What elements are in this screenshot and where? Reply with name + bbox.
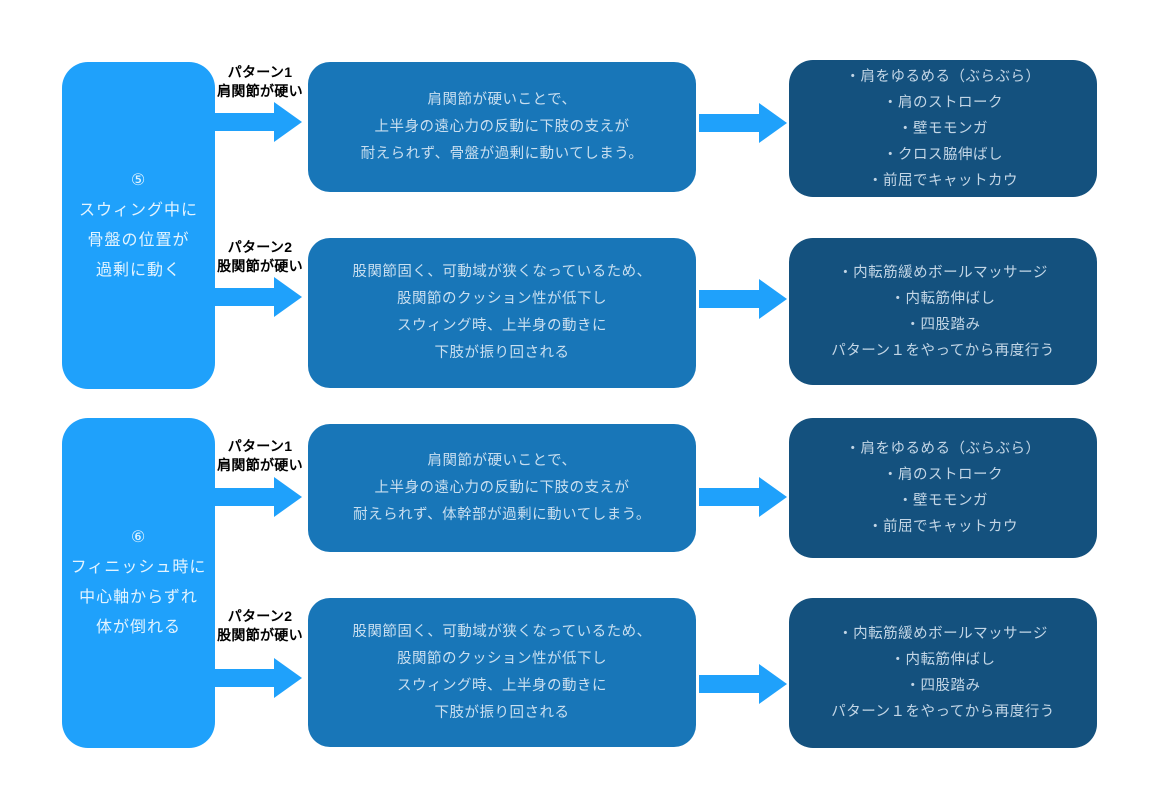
arrow-mechanism-to-remedy-5-1: [699, 103, 787, 143]
arrow-head-icon: [759, 477, 787, 517]
arrow-mechanism-to-remedy-6-2: [699, 664, 787, 704]
arrow-head-icon: [274, 658, 302, 698]
arrow-cause-to-mechanism-5-1: [215, 102, 302, 142]
remedy-box-5-1: ・肩をゆるめる（ぶらぶら） ・肩のストローク ・壁モモンガ ・クロス脇伸ばし ・…: [789, 60, 1097, 197]
arrow-shaft: [215, 669, 274, 687]
arrow-shaft: [215, 113, 274, 131]
cause-box-6: ⑥ フィニッシュ時に 中心軸からずれ 体が倒れる: [62, 418, 215, 748]
arrow-head-icon: [759, 664, 787, 704]
pattern-label-6-1: パターン1 肩関節が硬い: [217, 438, 303, 473]
mechanism-box-5-2: 股関節固く、可動域が狭くなっているため、 股関節のクッション性が低下し スウィン…: [308, 238, 696, 388]
arrow-head-icon: [274, 477, 302, 517]
remedy-box-6-1: ・肩をゆるめる（ぶらぶら） ・肩のストローク ・壁モモンガ ・前屈でキャットカウ: [789, 418, 1097, 558]
arrow-head-icon: [274, 277, 302, 317]
arrow-head-icon: [759, 279, 787, 319]
arrow-shaft: [699, 290, 759, 308]
mechanism-box-6-2: 股関節固く、可動域が狭くなっているため、 股関節のクッション性が低下し スウィン…: [308, 598, 696, 747]
arrow-shaft: [215, 288, 274, 306]
arrow-head-icon: [759, 103, 787, 143]
arrow-cause-to-mechanism-6-1: [215, 477, 302, 517]
arrow-head-icon: [274, 102, 302, 142]
remedy-box-6-2: ・内転筋緩めボールマッサージ ・内転筋伸ばし ・四股踏み パターン１をやってから…: [789, 598, 1097, 748]
pattern-label-5-1: パターン1 肩関節が硬い: [217, 64, 303, 99]
mechanism-box-5-1: 肩関節が硬いことで、 上半身の遠心力の反動に下肢の支えが 耐えられず、骨盤が過剰…: [308, 62, 696, 192]
arrow-cause-to-mechanism-6-2: [215, 658, 302, 698]
remedy-box-5-2: ・内転筋緩めボールマッサージ ・内転筋伸ばし ・四股踏み パターン１をやってから…: [789, 238, 1097, 385]
arrow-shaft: [215, 488, 274, 506]
pattern-label-5-2: パターン2 股関節が硬い: [217, 239, 303, 274]
arrow-shaft: [699, 114, 759, 132]
pattern-label-6-2: パターン2 股関節が硬い: [217, 608, 303, 643]
arrow-shaft: [699, 488, 759, 506]
cause-box-5: ⑤ スウィング中に 骨盤の位置が 過剰に動く: [62, 62, 215, 389]
arrow-mechanism-to-remedy-6-1: [699, 477, 787, 517]
arrow-mechanism-to-remedy-5-2: [699, 279, 787, 319]
arrow-shaft: [699, 675, 759, 693]
mechanism-box-6-1: 肩関節が硬いことで、 上半身の遠心力の反動に下肢の支えが 耐えられず、体幹部が過…: [308, 424, 696, 552]
arrow-cause-to-mechanism-5-2: [215, 277, 302, 317]
